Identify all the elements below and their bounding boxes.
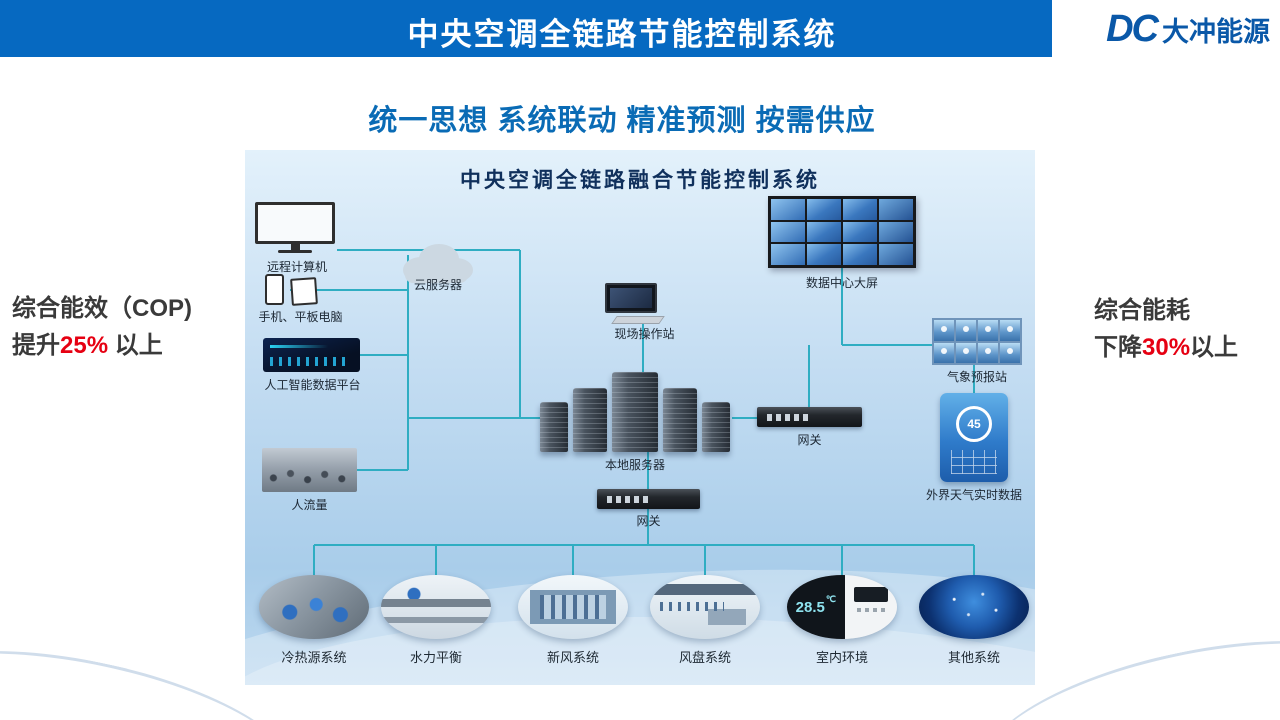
mobile-tablet-icon xyxy=(265,274,319,306)
screen-tile xyxy=(879,244,913,265)
energy-metric-title: 综合能耗 xyxy=(1094,297,1190,324)
screen-tile xyxy=(807,221,841,243)
indoor-temp-value: 28.5 xyxy=(795,598,825,616)
gateway-bottom-icon xyxy=(597,489,700,509)
weather-app-grid xyxy=(951,450,997,474)
video-wall-icon xyxy=(768,196,916,268)
system-circle-indoor-env: 28.5℃ xyxy=(787,575,897,639)
remote-computer-label: 远程计算机 xyxy=(266,260,327,274)
cloud-icon xyxy=(393,240,481,291)
screen-tile xyxy=(771,199,805,220)
weather-tile xyxy=(1000,320,1020,341)
server-tower xyxy=(663,388,697,452)
system-label: 室内环境 xyxy=(815,650,868,665)
ai-platform-icon xyxy=(263,338,360,372)
thermostat-panel xyxy=(844,575,897,639)
weather-station-label: 气象预报站 xyxy=(946,370,1007,384)
people-flow-icon xyxy=(262,448,357,492)
gateway-right-label: 网关 xyxy=(797,433,822,447)
system-label: 新风系统 xyxy=(546,650,599,665)
system-label: 水力平衡 xyxy=(409,650,462,665)
screen-tile xyxy=(771,221,805,243)
station-monitor xyxy=(605,283,657,313)
tablet-icon xyxy=(290,277,319,306)
people-flow-label: 人流量 xyxy=(291,498,328,512)
weather-tile xyxy=(934,320,954,341)
system-label: 冷热源系统 xyxy=(281,650,347,665)
cop-metric: 综合能效（COP) 提升25% 以上 xyxy=(12,290,242,364)
weather-tile xyxy=(956,342,976,363)
screen-tile xyxy=(879,221,913,243)
architecture-diagram: 中央空调全链路融合节能控制系统 远程计算机 手机、平板电脑 xyxy=(245,150,1035,685)
screen-tile xyxy=(843,199,877,220)
gateway-right-icon xyxy=(757,407,862,427)
station-keyboard xyxy=(611,316,665,324)
cop-metric-title: 综合能效（COP) xyxy=(12,295,192,322)
server-tower xyxy=(540,402,568,452)
weather-tile xyxy=(978,320,998,341)
local-server-icon xyxy=(540,372,730,452)
server-tower xyxy=(702,402,730,452)
header-bar xyxy=(0,0,1052,57)
remote-computer-icon xyxy=(255,202,335,253)
weather-tile xyxy=(978,342,998,363)
cop-highlight: 25% xyxy=(60,332,109,359)
weather-station-icon xyxy=(932,318,1022,365)
weather-app-value: 45 xyxy=(956,406,992,442)
screen-tile xyxy=(807,199,841,220)
phone-icon xyxy=(265,274,284,305)
monitor-base xyxy=(278,250,312,253)
page-title: 中央空调全链路节能控制系统 xyxy=(407,17,837,52)
cloud-server-label: 云服务器 xyxy=(413,278,462,292)
screen-tile xyxy=(843,244,877,265)
weather-app-icon: 45 xyxy=(940,393,1008,482)
logo-company-name: 大冲能源 xyxy=(1162,17,1270,47)
monitor-stand xyxy=(290,244,300,250)
energy-metric: 综合能耗 下降30%以上 xyxy=(1094,292,1274,366)
energy-highlight: 30% xyxy=(1142,334,1191,361)
weather-realtime-label: 外界天气实时数据 xyxy=(925,488,1022,502)
field-station-icon xyxy=(605,283,665,324)
weather-tile xyxy=(934,342,954,363)
cloud-shape xyxy=(403,244,473,283)
system-circle-fan-coil xyxy=(650,575,760,639)
system-circle-fresh-air xyxy=(518,575,628,639)
logo-dc-mark: DC xyxy=(1106,8,1159,50)
system-label: 其他系统 xyxy=(947,650,1000,665)
company-logo: DC 大冲能源 xyxy=(1106,8,1270,51)
mobile-tablet-label: 手机、平板电脑 xyxy=(258,310,343,324)
screen-tile xyxy=(879,199,913,220)
weather-tile xyxy=(1000,342,1020,363)
gateway-bottom-label: 网关 xyxy=(636,514,661,528)
weather-tile xyxy=(956,320,976,341)
indoor-temp-unit: ℃ xyxy=(825,594,836,604)
screen-tile xyxy=(771,244,805,265)
screen-tile xyxy=(843,221,877,243)
data-center-screen-label: 数据中心大屏 xyxy=(805,276,878,290)
server-tower xyxy=(612,372,658,452)
monitor-screen xyxy=(255,202,335,244)
energy-metric-value: 下降30%以上 xyxy=(1094,334,1239,361)
system-circle-other xyxy=(919,575,1029,639)
screen-tile xyxy=(807,244,841,265)
field-station-label: 现场操作站 xyxy=(614,327,675,341)
server-tower xyxy=(573,388,607,452)
system-label: 风盘系统 xyxy=(678,650,731,665)
local-server-label: 本地服务器 xyxy=(604,458,665,472)
system-circle-hydraulic xyxy=(381,575,491,639)
cop-metric-value: 提升25% 以上 xyxy=(12,332,163,359)
diagram-title: 中央空调全链路融合节能控制系统 xyxy=(460,169,820,192)
ai-platform-label: 人工智能数据平台 xyxy=(264,378,361,392)
system-circle-cooling-heating xyxy=(259,575,369,639)
slogan-subtitle: 统一思想 系统联动 精准预测 按需供应 xyxy=(368,105,876,137)
